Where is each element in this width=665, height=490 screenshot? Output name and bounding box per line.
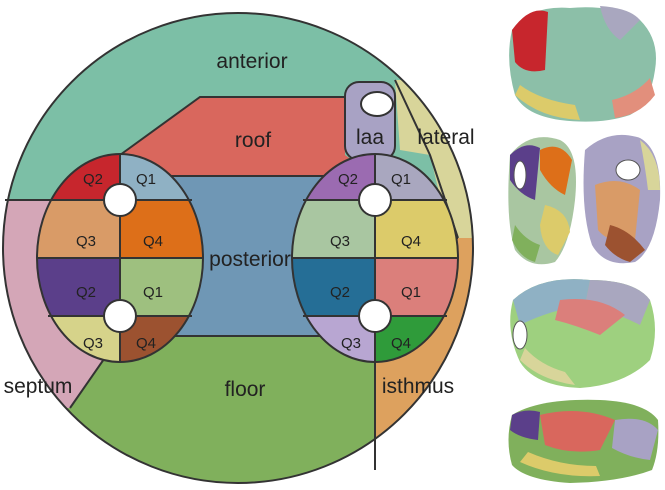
label-left-sup-q4: Q4 xyxy=(143,233,163,250)
atrium-view-inferior xyxy=(508,399,659,483)
label-right-inf-q1: Q1 xyxy=(401,284,421,301)
label-right-inf-q2: Q2 xyxy=(330,284,350,301)
label-right-sup-q4: Q4 xyxy=(401,233,421,250)
label-left-inf-q4: Q4 xyxy=(136,335,156,352)
laa-opening xyxy=(360,91,394,117)
label-posterior: posterior xyxy=(209,248,291,271)
atrium-view-right xyxy=(583,134,661,264)
label-lateral: lateral xyxy=(417,126,474,149)
label-septum: septum xyxy=(4,375,73,398)
label-anterior: anterior xyxy=(216,50,287,73)
label-left-inf-q1: Q1 xyxy=(143,284,163,301)
right-superior-vein-opening xyxy=(358,183,392,217)
label-right-sup-q1: Q1 xyxy=(391,171,411,188)
label-right-inf-q4: Q4 xyxy=(391,335,411,352)
label-isthmus: isthmus xyxy=(382,375,454,398)
atrium-view-top xyxy=(509,6,656,122)
label-left-sup-q2: Q2 xyxy=(83,171,103,188)
label-right-sup-q2: Q2 xyxy=(338,171,358,188)
right-inferior-vein-opening xyxy=(358,299,392,333)
label-left-inf-q3: Q3 xyxy=(83,335,103,352)
left-superior-vein-opening xyxy=(103,183,137,217)
atrium-view-posterior xyxy=(510,279,655,388)
region-roof xyxy=(120,97,375,176)
label-right-inf-q3: Q3 xyxy=(341,335,361,352)
label-floor: floor xyxy=(225,378,266,401)
label-laa: laa xyxy=(356,126,384,149)
disc-outline xyxy=(2,12,474,484)
atrium-view-left xyxy=(508,137,576,265)
label-right-sup-q3: Q3 xyxy=(330,233,350,250)
label-left-sup-q1: Q1 xyxy=(136,171,156,188)
label-left-sup-q3: Q3 xyxy=(76,233,96,250)
label-roof: roof xyxy=(235,129,271,152)
left-inferior-vein-opening xyxy=(103,299,137,333)
label-left-inf-q2: Q2 xyxy=(76,284,96,301)
